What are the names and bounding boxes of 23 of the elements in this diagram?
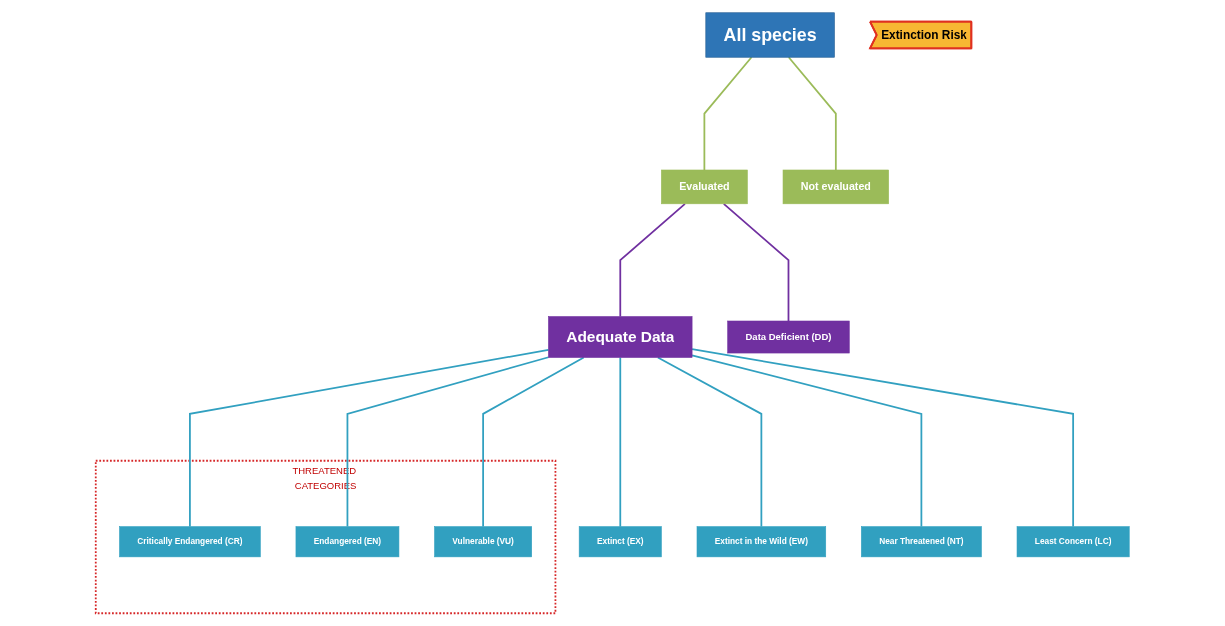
connector [657, 356, 763, 528]
node-box: Evaluated [661, 169, 748, 205]
connector [691, 348, 1075, 528]
connector [787, 56, 837, 171]
connector [619, 202, 686, 318]
node-box: Extinct in the Wild (EW) [696, 526, 827, 558]
connector [482, 356, 585, 528]
node-box: Critically Endangered (CR) [119, 526, 261, 558]
node-box: Data Deficient (DD) [727, 320, 850, 354]
node-box: Vulnerable (VU) [434, 526, 532, 558]
node-box: Near Threatened (NT) [861, 526, 982, 558]
node-box: Least Concern (LC) [1016, 526, 1130, 558]
connector [189, 348, 550, 528]
connector [346, 356, 550, 528]
connector [722, 202, 790, 322]
node-box: Extinct (EX) [578, 526, 662, 558]
node-box: Adequate Data [548, 316, 693, 358]
node-box: Not evaluated [782, 169, 889, 205]
node-box: Endangered (EN) [295, 526, 400, 558]
node-box: All species [705, 12, 835, 58]
connector [691, 354, 923, 528]
connector [703, 56, 753, 171]
connector [619, 356, 622, 528]
